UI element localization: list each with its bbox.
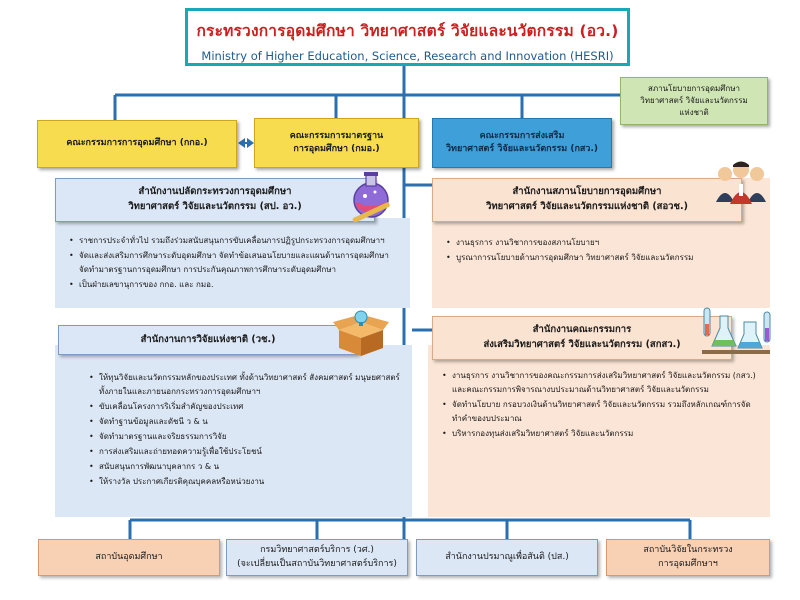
committee-office-title-line2: ส่งเสริมวิทยาศาสตร์ วิจัยและนวัตกรรม (สก…	[483, 339, 681, 350]
committee-office-panel: งานธุรการ งานวิชาการของคณะกรรมการส่งเสริ…	[428, 345, 770, 517]
lab-equipment-icon	[702, 307, 771, 354]
policy-office-title-line1: สำนักงานสภานโยบายการอุดมศึกษา	[512, 186, 662, 198]
research-council-header: สำนักงานการวิจัยแห่งชาติ (วช.)	[58, 325, 358, 355]
people-icon	[716, 161, 766, 204]
policy-office-item-2: บูรณาการนโยบายด้านการอุดมศึกษา วิทยาศาสต…	[446, 251, 758, 265]
committee-office-item-3: บริหารกองทุนส่งเสริมวิทยาศาสตร์ วิจัยและ…	[442, 427, 758, 441]
policy-council-office-header: สำนักงานสภานโยบายการอุดมศึกษา วิทยาศาสตร…	[432, 178, 742, 222]
research-council-title: สำนักงานการวิจัยแห่งชาติ (วช.)	[140, 333, 276, 345]
committee-office-item-2: จัดทำนโยบาย กรอบวงเงินด้านวิทยาศาสตร์ วิ…	[442, 398, 758, 426]
committee-office-header: สำนักงานคณะกรรมการ ส่งเสริมวิทยาศาสตร์ ว…	[432, 316, 732, 360]
ministry-title-th: กระทรวงการอุดมศึกษา วิทยาศาสตร์ วิจัยและ…	[196, 22, 619, 40]
permanent-secretary-title-line2: วิทยาศาสตร์ วิจัยและนวัตกรรม (สป. อว.)	[128, 201, 302, 212]
research-item-6: สนับสนุนการพัฒนาบุคลากร ว & น	[89, 460, 400, 474]
research-item-7: ให้รางวัล ประกาศเกียรติคุณบุคคลหรือหน่วย…	[89, 475, 400, 489]
science-service-box: กรมวิทยาศาสตร์บริการ (วศ.) (จะเปลี่ยนเป็…	[226, 539, 408, 576]
promotion-committee-line2: วิทยาศาสตร์ วิจัยและนวัตกรรม (กสว.)	[445, 144, 598, 154]
double-arrow-icon	[238, 138, 254, 148]
policy-council-line1: สภานโยบายการอุดมศึกษา	[648, 84, 740, 93]
committee-office-item-1: งานธุรการ งานวิชาการของคณะกรรมการส่งเสริ…	[442, 369, 758, 397]
research-institutes-line2: การอุดมศึกษาฯ	[658, 558, 718, 569]
flask-icon	[352, 172, 390, 222]
policy-council-line2: วิทยาศาสตร์ วิจัยและนวัตกรรม	[640, 96, 748, 105]
atoms-for-peace-box: สำนักงานปรมาณูเพื่อสันติ (ปส.)	[416, 539, 598, 576]
policy-office-item-1: งานธุรการ งานวิชาการของสภานโยบายฯ	[446, 236, 758, 250]
promotion-committee-box: คณะกรรมการส่งเสริม วิทยาศาสตร์ วิจัยและน…	[432, 118, 612, 168]
permanent-secretary-panel: ราชการประจำทั่วไป รวมถึงร่วมสนับสนุนการข…	[55, 218, 410, 308]
lightbulb-box-icon	[333, 310, 389, 356]
standards-committee-line2: การอุดมศึกษา (กมอ.)	[293, 144, 380, 154]
standards-committee-box: คณะกรรมการมาตรฐาน การอุดมศึกษา (กมอ.)	[254, 118, 419, 168]
research-council-panel: ให้ทุนวิจัยและนวัตกรรมหลักของประเทศ ทั้ง…	[55, 345, 412, 517]
policy-office-title-line2: วิทยาศาสตร์ วิจัยและนวัตกรรมแห่งชาติ (สอ…	[486, 201, 688, 212]
higher-ed-committee-label: คณะกรรมการการอุดมศึกษา (กกอ.)	[66, 138, 208, 149]
research-item-3: จัดทำฐานข้อมูลและดัชนี ว & น	[89, 415, 400, 429]
research-institutes-line1: สถาบันวิจัยในกระทรวง	[643, 544, 733, 555]
permanent-secretary-item-2: จัดและส่งเสริมการศึกษาระดับอุดมศึกษา จัด…	[69, 249, 398, 277]
policy-council-line3: แห่งชาติ	[679, 108, 709, 117]
atoms-for-peace-label: สำนักงานปรมาณูเพื่อสันติ (ปส.)	[445, 551, 569, 562]
policy-council-box: สภานโยบายการอุดมศึกษา วิทยาศาสตร์ วิจัยแ…	[620, 77, 768, 125]
standards-committee-line1: คณะกรรมการมาตรฐาน	[289, 130, 384, 141]
science-service-line2: (จะเปลี่ยนเป็นสถาบันวิทยาศาสตร์บริการ)	[237, 558, 397, 569]
research-item-1: ให้ทุนวิจัยและนวัตกรรมหลักของประเทศ ทั้ง…	[89, 371, 400, 399]
research-institutes-box: สถาบันวิจัยในกระทรวง การอุดมศึกษาฯ	[606, 539, 770, 576]
permanent-secretary-header: สำนักงานปลัดกระทรวงการอุดมศึกษา วิทยาศาส…	[55, 178, 375, 222]
research-item-5: การส่งเสริมและถ่ายทอดความรู้เพื่อใช้ประโ…	[89, 445, 400, 459]
ministry-title-en: Ministry of Higher Education, Science, R…	[201, 49, 614, 63]
universities-label: สถาบันอุดมศึกษา	[95, 551, 163, 562]
permanent-secretary-title-line1: สำนักงานปลัดกระทรวงการอุดมศึกษา	[138, 186, 292, 198]
science-service-line1: กรมวิทยาศาสตร์บริการ (วศ.)	[260, 544, 374, 555]
committee-office-title-line1: สำนักงานคณะกรรมการ	[532, 324, 632, 336]
promotion-committee-line1: คณะกรรมการส่งเสริม	[479, 130, 565, 141]
research-item-4: จัดทำมาตรฐานและจริยธรรมการวิจัย	[89, 430, 400, 444]
permanent-secretary-item-1: ราชการประจำทั่วไป รวมถึงร่วมสนับสนุนการข…	[69, 234, 398, 248]
higher-ed-committee-box: คณะกรรมการการอุดมศึกษา (กกอ.)	[37, 120, 237, 168]
research-item-2: ขับเคลื่อนโครงการริเริ่มสำคัญของประเทศ	[89, 400, 400, 414]
universities-box: สถาบันอุดมศึกษา	[38, 539, 220, 576]
ministry-title-box: กระทรวงการอุดมศึกษา วิทยาศาสตร์ วิจัยและ…	[185, 8, 630, 66]
permanent-secretary-item-3: เป็นฝ่ายเลขานุการของ กกอ. และ กมอ.	[69, 278, 398, 292]
